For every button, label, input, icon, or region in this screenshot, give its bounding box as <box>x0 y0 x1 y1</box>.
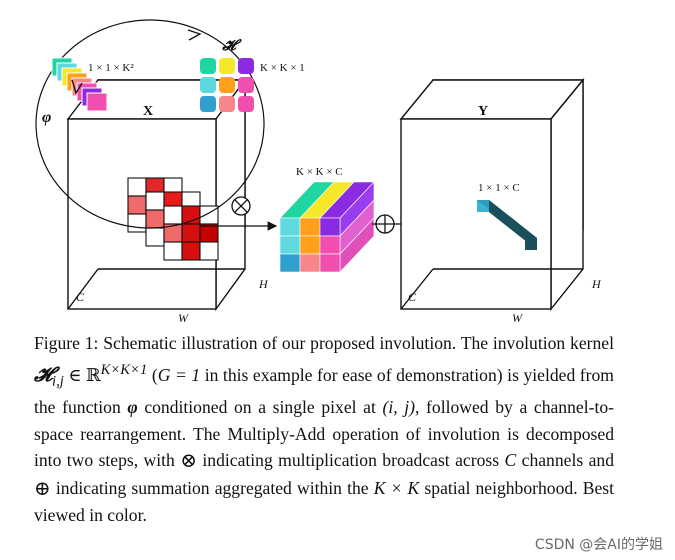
caption-kernel-symbol: 𝓗 <box>34 364 53 387</box>
kernel-cell <box>200 58 216 74</box>
input-dim-h: H <box>258 277 269 291</box>
kernel-cell <box>219 58 235 74</box>
caption-part: in this example for ease of demonstratio… <box>34 364 614 418</box>
kernel-grid <box>200 58 254 112</box>
input-dim-c: C <box>76 290 85 304</box>
kernel-cell <box>200 77 216 93</box>
broadcast-front-cell <box>319 217 341 237</box>
caption-ij: (i, j) <box>382 397 416 418</box>
caption-c-var: C <box>504 450 517 471</box>
grid-cell <box>199 223 219 243</box>
caption-part: spatial neighborhood. Best viewed in col… <box>34 477 615 526</box>
phi-symbol: φ <box>42 109 51 126</box>
figure-caption: Figure 1: Schematic illustration of our … <box>34 330 614 529</box>
output-dim-h: H <box>591 277 602 291</box>
caption-otimes: ⊗ <box>180 450 198 473</box>
kernel-cell <box>219 77 235 93</box>
grid-cell <box>145 191 165 211</box>
caption-part: , followed by a channel-to-space rearran… <box>34 397 614 471</box>
broadcast-front-cell <box>299 235 321 255</box>
broadcast-front-cell <box>279 217 301 237</box>
circle-arrow-left <box>71 79 83 95</box>
grid-cell <box>163 241 183 261</box>
broadcast-block <box>279 181 375 273</box>
input-dim-w: W <box>178 311 189 325</box>
output-cube <box>399 78 585 311</box>
kernel-symbol: 𝓗 <box>221 38 242 54</box>
caption-kk: K × K <box>373 477 420 498</box>
kernel-cell <box>238 96 254 112</box>
caption-phi: φ <box>127 397 138 418</box>
oplus-icon <box>375 214 395 234</box>
caption-in-real: ∈ ℝ <box>63 364 101 385</box>
caption-oplus: ⊕ <box>34 477 51 500</box>
caption-g-eq: G = 1 <box>157 364 201 385</box>
grid-cell <box>145 209 165 229</box>
caption-part: ( <box>147 364 158 385</box>
broadcast-front-cell <box>299 217 321 237</box>
involution-figure: X Y 𝓗 φ 1 × 1 × K² K × K × 1 K × K × C 1… <box>35 19 602 325</box>
kernel-cell <box>219 96 235 112</box>
caption-kernel-sub: i,j <box>52 372 64 389</box>
grid-cell <box>127 213 147 233</box>
output-dim-c: C <box>408 290 417 304</box>
otimes-icon <box>231 196 251 216</box>
kernel-shape-label: K × K × 1 <box>260 62 305 74</box>
mapping-circle <box>35 19 265 229</box>
output-vector <box>477 200 537 250</box>
caption-part: indicating summation aggregated within t… <box>50 477 374 498</box>
broadcast-shape-label: K × K × C <box>296 166 343 178</box>
grid-cell <box>199 241 219 261</box>
grid-cell <box>145 227 165 247</box>
caption-part: indicating multiplication broadcast acro… <box>197 450 505 471</box>
kernel-cell <box>238 77 254 93</box>
kernel-cell <box>200 96 216 112</box>
caption-real-sup: K×K×1 <box>100 361 148 378</box>
caption-part: Figure 1: Schematic illustration of our … <box>34 333 614 353</box>
broadcast-front-cell <box>299 253 321 273</box>
kernel-cell <box>238 58 254 74</box>
small-shape-label: 1 × 1 × K² <box>88 62 134 74</box>
caption-part: channels and <box>516 450 614 471</box>
output-dim-w: W <box>512 311 523 325</box>
grid-cell <box>127 195 147 215</box>
grid-cell <box>181 241 201 261</box>
input-label: X <box>143 104 153 119</box>
neighborhood-grid <box>127 177 219 261</box>
broadcast-front-cell <box>319 235 341 255</box>
watermark: CSDN @会AI的学姐 <box>534 537 663 553</box>
broadcast-front-cell <box>319 253 341 273</box>
stack-square <box>86 92 108 112</box>
caption-part: conditioned on a single pixel at <box>137 397 383 418</box>
grid-cell <box>181 223 201 243</box>
grid-cell <box>127 177 147 197</box>
circle-arrow-top <box>187 29 202 41</box>
output-label: Y <box>478 104 488 119</box>
broadcast-front-cell <box>279 235 301 255</box>
out-shape-label: 1 × 1 × C <box>478 182 520 194</box>
grid-cell <box>163 205 183 225</box>
broadcast-front-cell <box>279 253 301 273</box>
